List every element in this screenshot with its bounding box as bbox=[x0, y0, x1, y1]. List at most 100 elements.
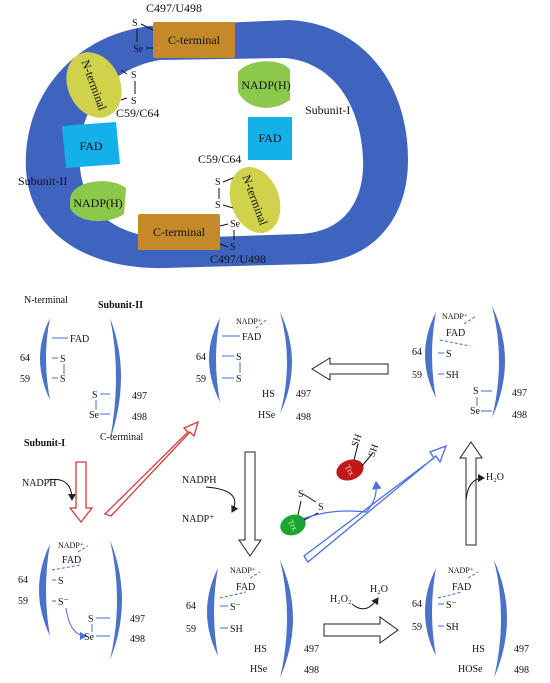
h2o-label: H₂O bbox=[486, 472, 504, 483]
open-arrow-down bbox=[238, 451, 262, 557]
nadp-plus-label: NADP⁺ bbox=[442, 312, 468, 321]
sh-label: SH bbox=[350, 433, 365, 449]
trx-reduced bbox=[336, 459, 364, 481]
sh-label: SH bbox=[366, 443, 381, 459]
sh-label: SH bbox=[446, 622, 459, 633]
state-panel-6: NADP⁺ FAD 64 59 S⁻ SH HS HOSe 497 498 bbox=[412, 560, 529, 678]
s-minus-label: S⁻ bbox=[230, 602, 241, 613]
pos-497: 497 bbox=[512, 388, 527, 399]
red-diagonal-arrow bbox=[103, 420, 200, 517]
pos-59: 59 bbox=[20, 374, 30, 385]
sh-label: SH bbox=[230, 624, 243, 635]
right-blade bbox=[110, 540, 122, 660]
left-blade bbox=[40, 318, 50, 400]
c-terminal-box-bottom bbox=[138, 214, 220, 250]
nadph-label: NADPH bbox=[22, 478, 56, 489]
pos-498: 498 bbox=[132, 412, 147, 423]
h2o2-label: H₂O₂ bbox=[330, 594, 351, 605]
thioredoxin-exchange: Trx SH SH Trx S S bbox=[280, 433, 382, 536]
fad-label: FAD bbox=[452, 582, 471, 593]
fad-label-left: FAD bbox=[79, 139, 102, 153]
fad-label-right: FAD bbox=[258, 131, 281, 145]
site-c59-c64-right: C59/C64 bbox=[198, 152, 241, 166]
hose-label: HOSe bbox=[458, 664, 483, 675]
site-c497-u498-bottom: C497/U498 bbox=[210, 252, 266, 266]
pos-64: 64 bbox=[412, 599, 422, 610]
fad-label: FAD bbox=[62, 555, 81, 566]
pos-497: 497 bbox=[132, 391, 147, 402]
s-atom: S bbox=[60, 354, 66, 365]
n-terminal-blob-right bbox=[229, 167, 281, 233]
c-terminal-box-top bbox=[153, 22, 235, 58]
state-panel-1: N-terminal Subunit-II FAD 64 59 S S S Se… bbox=[20, 295, 147, 449]
s-atom: S bbox=[92, 390, 98, 401]
nadp-plus-label: NADP⁺ bbox=[236, 317, 262, 326]
left-blade bbox=[39, 544, 50, 636]
right-blade bbox=[494, 560, 507, 678]
open-arrow-up bbox=[459, 441, 483, 546]
subunit-1-label: Subunit-I bbox=[24, 438, 65, 449]
pos-64: 64 bbox=[18, 575, 28, 586]
s-atom: S bbox=[60, 374, 66, 385]
s-atom: S bbox=[215, 177, 221, 188]
se-atom: Se bbox=[470, 406, 481, 417]
step-nadph-reduce-middle: NADPH NADP⁺ bbox=[182, 451, 262, 557]
fad-label: FAD bbox=[236, 582, 255, 593]
pos-59: 59 bbox=[196, 374, 206, 385]
nadph-label-right: NADP(H) bbox=[241, 78, 290, 92]
se-atom: Se bbox=[133, 44, 144, 55]
pos-59: 59 bbox=[412, 622, 422, 633]
s-atom: S bbox=[215, 200, 221, 211]
pos-497: 497 bbox=[130, 614, 145, 625]
s-atom: S bbox=[132, 18, 138, 29]
hs-label: HS bbox=[472, 644, 485, 655]
open-arrow-right bbox=[323, 616, 399, 644]
se-atom: Se bbox=[230, 219, 241, 230]
hs-label: HS bbox=[254, 644, 267, 655]
hs-label: HS bbox=[262, 389, 275, 400]
s-atom: S bbox=[131, 70, 137, 81]
se-atom: Se bbox=[84, 632, 95, 643]
fad-box-left bbox=[62, 122, 120, 168]
s-minus-label: S⁻ bbox=[58, 597, 69, 608]
right-blade bbox=[110, 318, 121, 440]
pos-498: 498 bbox=[304, 665, 319, 676]
hse-label: HSe bbox=[258, 410, 276, 421]
fad-box-right bbox=[248, 117, 292, 160]
left-blade bbox=[425, 568, 436, 656]
s-atom: S bbox=[473, 386, 479, 397]
pos-498: 498 bbox=[512, 410, 527, 421]
pos-59: 59 bbox=[412, 370, 422, 381]
s-atom: S bbox=[236, 374, 242, 385]
pos-498: 498 bbox=[514, 665, 529, 676]
pos-497: 497 bbox=[296, 389, 311, 400]
s-atom: S bbox=[58, 576, 64, 587]
s-atom: S bbox=[131, 96, 137, 107]
nadp-plus-label: NADP⁺ bbox=[58, 541, 84, 550]
state-panel-5: NADP⁺ FAD 64 59 S⁻ SH HS HSe 497 498 bbox=[186, 560, 319, 678]
fad-label: FAD bbox=[446, 328, 465, 339]
s-minus-label: S⁻ bbox=[446, 600, 457, 611]
c-terminal-label: C-terminal bbox=[100, 432, 144, 443]
site-c59-c64-left: C59/C64 bbox=[116, 106, 159, 120]
pos-64: 64 bbox=[20, 353, 30, 364]
state-panel-2: NADP⁺ FAD 64 59 S S HS HSe 497 498 bbox=[196, 312, 311, 423]
sh-label: SH bbox=[446, 370, 459, 381]
fad-label: FAD bbox=[70, 334, 89, 345]
pos-497: 497 bbox=[304, 644, 319, 655]
right-blade bbox=[280, 560, 293, 678]
pos-59: 59 bbox=[18, 596, 28, 607]
left-blade bbox=[207, 568, 218, 656]
open-arrow-left bbox=[311, 357, 389, 381]
nadp-plus-label: NADP⁺ bbox=[230, 566, 256, 575]
left-blade bbox=[209, 318, 220, 402]
nadph-blob-right bbox=[238, 61, 290, 108]
right-blade bbox=[492, 306, 505, 418]
pos-59: 59 bbox=[186, 624, 196, 635]
s-atom: S bbox=[88, 614, 94, 625]
nadp-plus-label: NADP⁺ bbox=[448, 566, 474, 575]
step-peroxide-reduction: H₂O₂ H₂O bbox=[323, 584, 399, 644]
hse-label: HSe bbox=[250, 664, 268, 675]
red-down-arrow bbox=[68, 461, 94, 524]
